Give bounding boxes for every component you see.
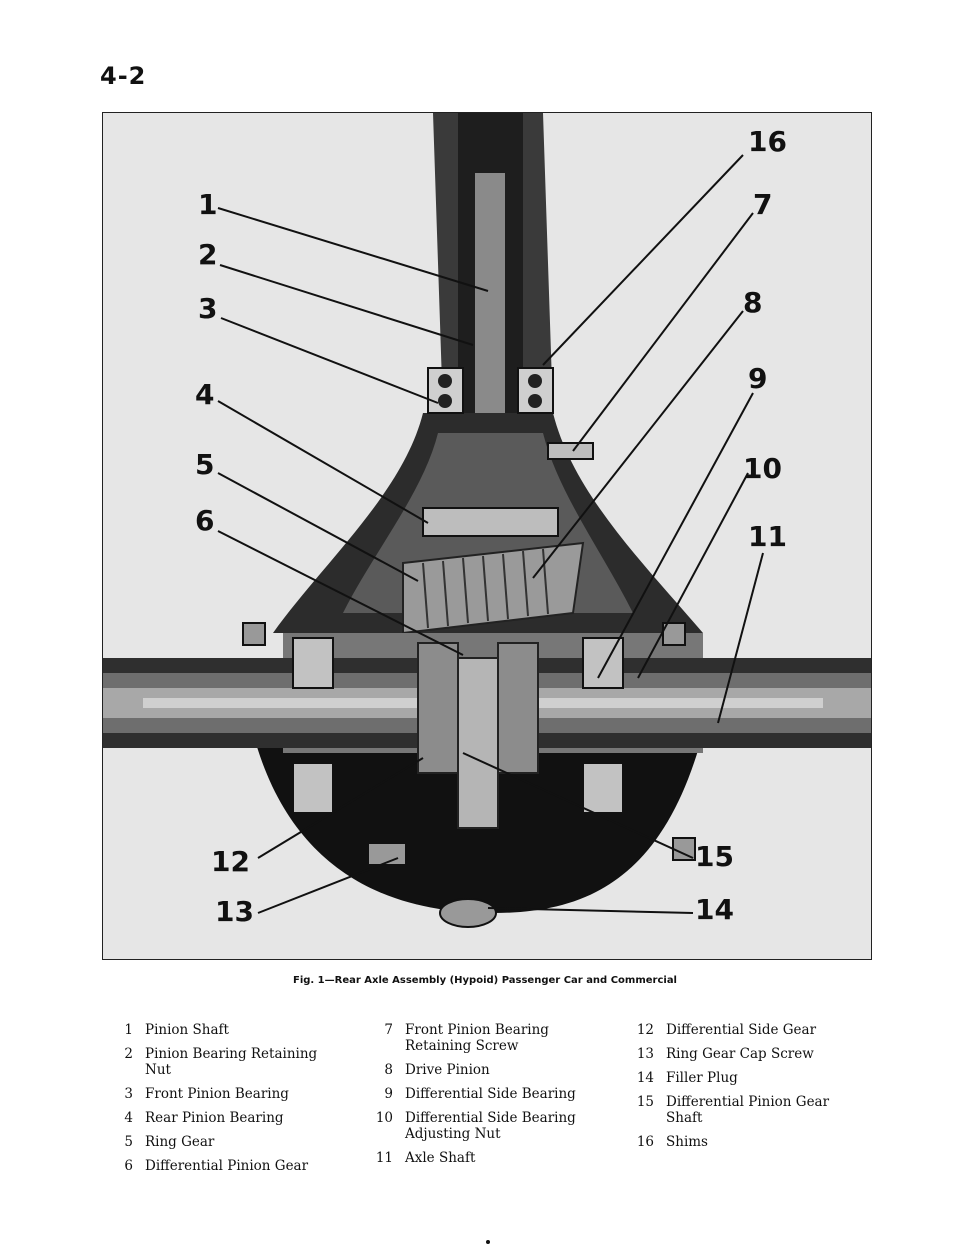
callout-13: 13 (215, 895, 254, 928)
legend-number: 6 (124, 1158, 133, 1174)
legend-number: 11 (375, 1150, 393, 1166)
legend-number: 10 (375, 1110, 393, 1126)
legend-text: Rear Pinion Bearing (145, 1110, 284, 1126)
legend-item: 12 Differential Side Gear (636, 1022, 866, 1038)
legend-item: 1 Pinion Shaft (115, 1022, 345, 1038)
legend-text: Filler Plug (666, 1070, 738, 1086)
callout-3: 3 (198, 292, 218, 325)
legend-text: Ring Gear (145, 1134, 215, 1150)
legend-number: 16 (636, 1134, 654, 1150)
callout-11: 11 (748, 520, 787, 553)
legend-item: 6 Differential Pinion Gear (115, 1158, 345, 1174)
callout-14: 14 (695, 893, 734, 926)
legend-text: Axle Shaft (405, 1150, 476, 1166)
legend-number: 14 (636, 1070, 654, 1086)
legend-number: 13 (636, 1046, 654, 1062)
page-number: 4-2 (100, 62, 147, 90)
legend-number: 9 (384, 1086, 393, 1102)
callout-10: 10 (743, 452, 782, 485)
legend-item: 2 Pinion Bearing Retaining Nut (115, 1046, 345, 1078)
callout-7: 7 (753, 188, 773, 221)
legend-text: Differential Side Bearing Adjusting Nut (405, 1110, 576, 1142)
legend-text: Differential Side Bearing (405, 1086, 576, 1102)
legend-item: 13 Ring Gear Cap Screw (636, 1046, 866, 1062)
legend-text: Drive Pinion (405, 1062, 490, 1078)
callout-4: 4 (195, 378, 215, 411)
callout-1: 1 (198, 188, 218, 221)
legend-number: 12 (636, 1022, 654, 1038)
callout-2: 2 (198, 238, 218, 271)
figure-caption: Fig. 1—Rear Axle Assembly (Hypoid) Passe… (292, 975, 677, 986)
legend-number: 2 (124, 1046, 133, 1062)
legend-text: Differential Pinion Gear Shaft (666, 1094, 830, 1126)
legend-column-1: 1 Pinion Shaft 2 Pinion Bearing Retaining … (115, 1022, 345, 1182)
callout-8: 8 (743, 286, 763, 319)
callout-12: 12 (211, 845, 250, 878)
legend-text: Differential Side Gear (666, 1022, 817, 1038)
legend-item: 10 Differential Side Bearing Adjusting Nu… (375, 1110, 605, 1142)
legend-text: Pinion Bearing Retaining Nut (145, 1046, 318, 1078)
legend-text: Pinion Shaft (145, 1022, 229, 1038)
legend-item: 3 Front Pinion Bearing (115, 1086, 345, 1102)
legend-item: 14 Filler Plug (636, 1070, 866, 1086)
legend-number: 4 (124, 1110, 133, 1126)
page-dot (486, 1240, 490, 1244)
legend-text: Ring Gear Cap Screw (666, 1046, 814, 1062)
legend-item: 16 Shims (636, 1134, 866, 1150)
legend-number: 1 (124, 1022, 133, 1038)
legend-item: 5 Ring Gear (115, 1134, 345, 1150)
legend-number: 15 (636, 1094, 654, 1110)
callout-6: 6 (195, 504, 215, 537)
legend-item: 8 Drive Pinion (375, 1062, 605, 1078)
legend-text: Front Pinion Bearing Retaining Screw (405, 1022, 549, 1054)
legend-column-3: 12 Differential Side Gear 13 Ring Gear Cap… (636, 1022, 866, 1158)
legend-number: 3 (124, 1086, 133, 1102)
rear-axle-figure: 1 2 3 4 5 6 7 8 9 10 11 12 13 14 15 16 (102, 112, 872, 960)
legend-item: 7 Front Pinion Bearing Retaining Screw (375, 1022, 605, 1054)
legend-number: 7 (384, 1022, 393, 1038)
legend-text: Shims (666, 1134, 708, 1150)
legend-text: Differential Pinion Gear (145, 1158, 309, 1174)
legend-item: 15 Differential Pinion Gear Shaft (636, 1094, 866, 1126)
legend-number: 8 (384, 1062, 393, 1078)
legend-text: Front Pinion Bearing (145, 1086, 289, 1102)
legend-item: 4 Rear Pinion Bearing (115, 1110, 345, 1126)
callout-16: 16 (748, 125, 787, 158)
rear-axle-illustration (103, 113, 871, 959)
callout-9: 9 (748, 362, 768, 395)
legend-item: 11 Axle Shaft (375, 1150, 605, 1166)
legend-number: 5 (124, 1134, 133, 1150)
callout-5: 5 (195, 448, 215, 481)
leader-lines (217, 154, 764, 914)
callout-15: 15 (695, 840, 734, 873)
legend-item: 9 Differential Side Bearing (375, 1086, 605, 1102)
